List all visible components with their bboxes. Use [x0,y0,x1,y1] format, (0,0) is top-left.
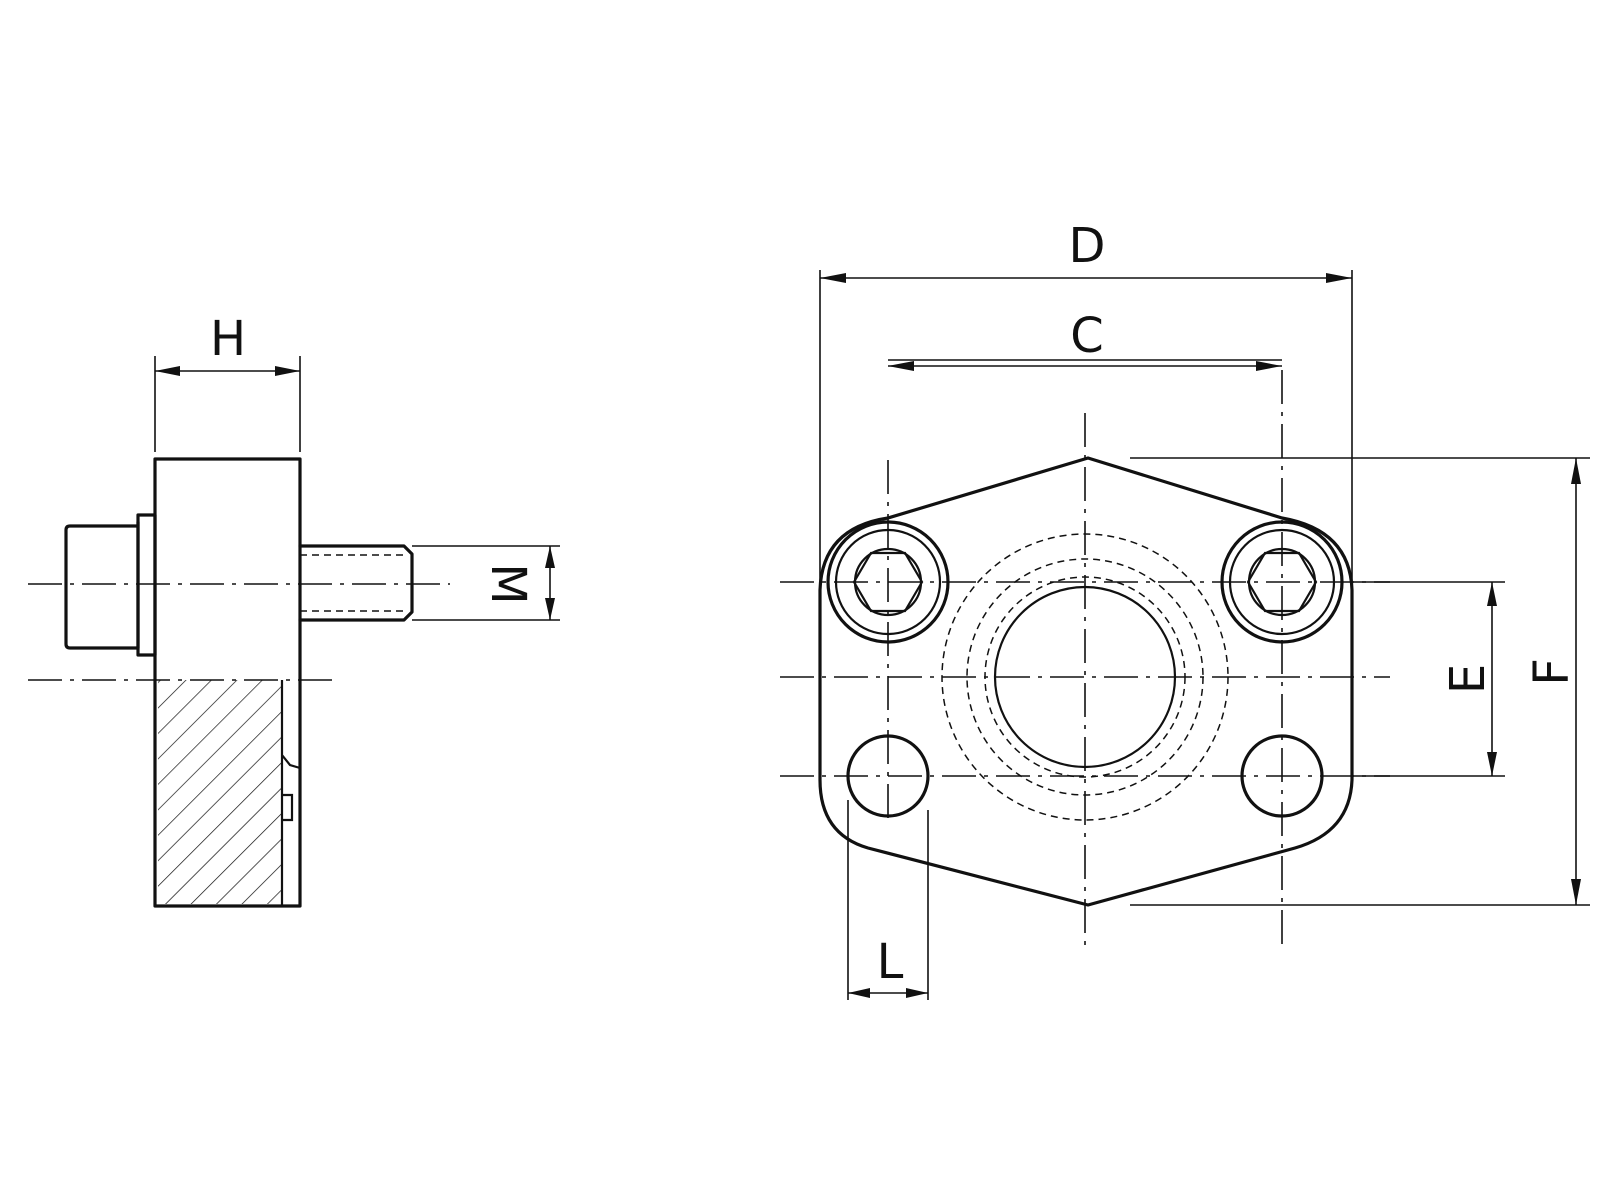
dim-d: D [819,218,1353,590]
bolt-washer-side [136,513,157,657]
dim-label-c: C [1070,308,1104,364]
front-view: D C E F [780,218,1590,1000]
dim-c: C [888,308,1282,371]
threaded-stud [298,544,414,622]
flange-body-side [153,457,302,908]
dim-label-d: D [1069,218,1106,274]
oring-groove-profile [280,680,301,906]
dim-m: M [412,545,560,621]
dim-e: E [1352,581,1505,777]
dim-f: F [1130,457,1590,906]
section-hatching [158,680,282,904]
dim-label-e: E [1440,664,1496,694]
side-view: H M [28,311,560,908]
dim-label-l: L [877,934,904,990]
dim-label-f: F [1524,658,1580,686]
hex-socket-icon [1246,551,1318,613]
flange-outline-front [818,456,1354,907]
dim-label-h: H [210,311,246,367]
dim-l: L [847,800,929,1000]
dim-label-m: M [480,563,536,604]
dim-h: H [154,311,301,452]
bolt-head-side [64,520,140,650]
